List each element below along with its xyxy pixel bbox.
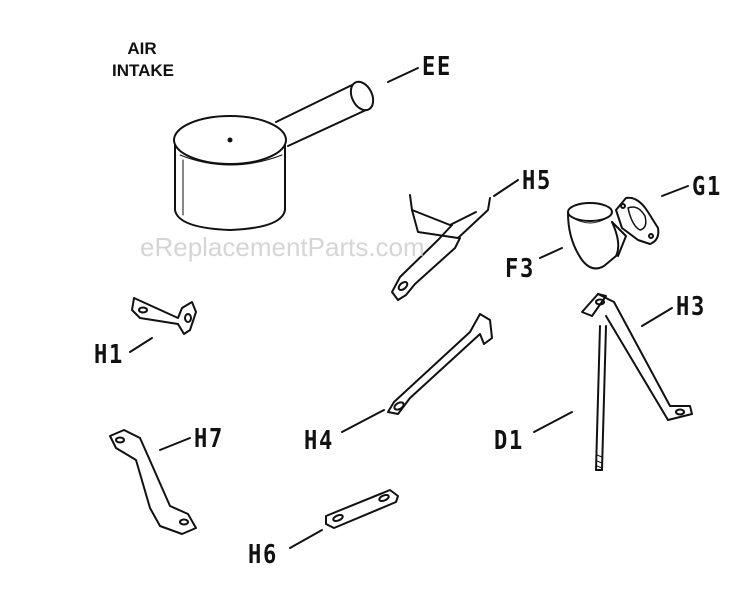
leader-h4 bbox=[341, 409, 385, 433]
stud-d1 bbox=[595, 325, 607, 471]
leader-d1 bbox=[533, 411, 573, 433]
title-line-1: AIR bbox=[127, 39, 157, 58]
leader-lines bbox=[129, 67, 689, 549]
bracket-h5 bbox=[391, 194, 491, 301]
callout-d1: D1 bbox=[494, 426, 525, 456]
callout-h3: H3 bbox=[676, 292, 707, 322]
callout-h7: H7 bbox=[194, 424, 225, 454]
callout-g1: G1 bbox=[692, 172, 723, 202]
callout-ee: EE bbox=[422, 52, 453, 82]
adapter-f3 bbox=[567, 202, 627, 270]
title-line-2: INTAKE bbox=[112, 61, 175, 80]
callout-h5: H5 bbox=[522, 166, 553, 196]
callout-h4: H4 bbox=[304, 426, 335, 456]
callout-h6: H6 bbox=[248, 540, 279, 570]
gasket-g1 bbox=[615, 196, 660, 245]
callout-h1: H1 bbox=[94, 340, 125, 370]
leader-h3 bbox=[641, 307, 673, 327]
bracket-h4 bbox=[387, 313, 493, 415]
leader-f3 bbox=[539, 247, 563, 259]
air-cleaner-ee bbox=[173, 80, 375, 231]
strap-h7 bbox=[109, 429, 197, 535]
leader-ee bbox=[387, 67, 419, 83]
leader-h1 bbox=[129, 337, 153, 353]
plate-h6 bbox=[325, 489, 399, 529]
leader-h7 bbox=[159, 437, 191, 451]
leader-h6 bbox=[289, 529, 323, 549]
leader-g1 bbox=[661, 185, 689, 197]
leader-h5 bbox=[493, 179, 519, 197]
callout-f3: F3 bbox=[505, 254, 536, 284]
bracket-h1 bbox=[131, 297, 197, 335]
diagram-title: AIR INTAKE bbox=[112, 38, 175, 82]
watermark-text: eReplacementParts.com bbox=[140, 232, 425, 262]
bracket-h3 bbox=[581, 293, 693, 421]
